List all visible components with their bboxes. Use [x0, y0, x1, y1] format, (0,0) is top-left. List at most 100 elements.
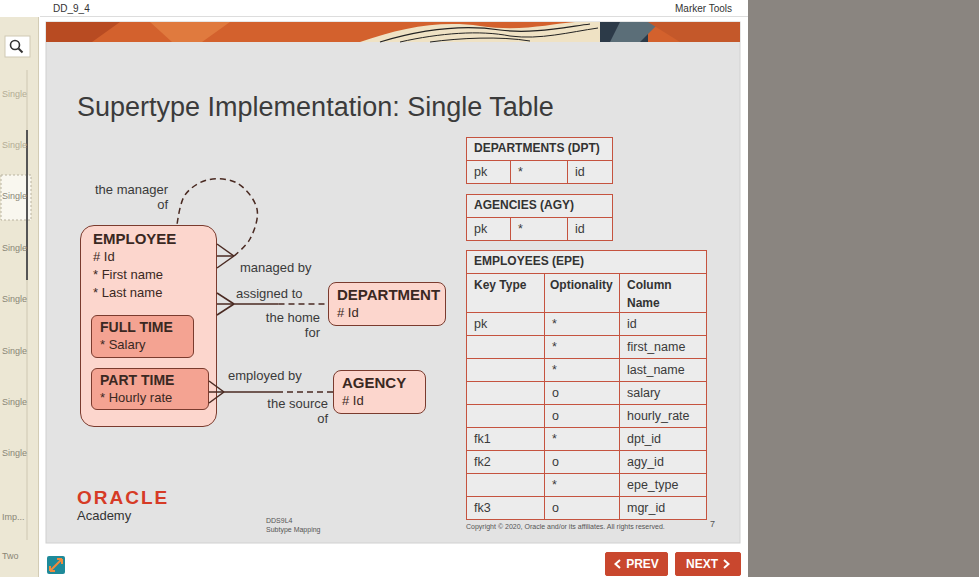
- column-header: Key Type: [474, 276, 526, 294]
- banner-pattern: [648, 22, 740, 42]
- slide-title: Supertype Implementation: Single Table: [77, 92, 554, 122]
- logo-text: Academy: [77, 508, 131, 524]
- chevron-icon: [614, 559, 621, 569]
- table-cell-slot: *: [552, 358, 557, 381]
- table-cell-slot: id: [575, 217, 585, 240]
- table-grid: [467, 138, 613, 184]
- relationship-label: the manager of: [90, 182, 168, 212]
- table-cell: o: [552, 500, 559, 516]
- relationship-label: employed by: [228, 368, 302, 383]
- button-label: NEXT: [686, 557, 718, 571]
- table-cell-slot: epe_type: [627, 473, 678, 496]
- entity-name: DEPARTMENT: [337, 286, 440, 304]
- table-cell: o: [552, 385, 559, 401]
- relationship-line: [217, 256, 234, 268]
- relationship-line: [177, 179, 257, 268]
- table-title: DEPARTMENTS (DPT): [474, 141, 600, 156]
- relationship-label-slot: the manager of: [90, 182, 168, 212]
- nav-button: NEXT: [675, 552, 741, 576]
- nav-item: Two: [2, 551, 19, 562]
- relationship-line: [279, 303, 329, 305]
- header-text: Marker Tools: [675, 2, 732, 15]
- table-cell: fk1: [474, 431, 491, 447]
- table-cell-slot: salary: [627, 381, 660, 404]
- attribute: # Id: [342, 392, 364, 410]
- nav-item-slot: Single: [2, 448, 27, 459]
- footer-text: DDS9L4: [266, 516, 292, 525]
- table-cell-slot: fk1: [474, 427, 491, 450]
- nav-item-slot: Single: [2, 89, 27, 100]
- table-cell: pk: [474, 316, 487, 332]
- scroll-thumb: [26, 130, 28, 280]
- attribute: * Last name: [93, 284, 162, 302]
- relationship-line: [177, 179, 257, 256]
- table-cell: first_name: [627, 339, 685, 355]
- relationship-label: assigned to: [236, 286, 303, 301]
- table-grid: [467, 274, 707, 520]
- search-box: [5, 36, 30, 57]
- relationship-line: [217, 293, 328, 315]
- relationship-line: [217, 304, 234, 315]
- nav-item: Single: [2, 89, 27, 100]
- table-title-slot: AGENCIES (AGY): [474, 194, 574, 217]
- relationship-label-slot: managed by: [240, 260, 312, 275]
- table-title-slot: EMPLOYEES (EPE): [474, 250, 584, 273]
- top-bar-rule: [40, 16, 748, 17]
- table-cell: *: [552, 316, 557, 332]
- nav-item-slot: Single: [2, 243, 27, 254]
- footer-text-slot: Copyright © 2020, Oracle and/or its affi…: [466, 522, 665, 531]
- table-cell-slot: pk: [474, 312, 487, 335]
- table-cell: pk: [474, 221, 487, 237]
- search-icon: [11, 41, 20, 50]
- nav-item-slot: Single: [2, 397, 27, 408]
- banner-pattern: [610, 22, 660, 42]
- nav-item: Single: [2, 294, 27, 305]
- table-cell: o: [552, 408, 559, 424]
- relationship-label-slot: assigned to: [236, 286, 303, 301]
- table-grid: [467, 218, 613, 241]
- logo-text: ORACLE: [77, 486, 169, 510]
- table-cell-slot: o: [552, 404, 559, 427]
- relationship-label: the source of: [262, 396, 328, 426]
- attribute: * Hourly rate: [100, 389, 172, 407]
- table-cell-slot: fk3: [474, 496, 491, 519]
- table-cell: id: [627, 316, 637, 332]
- column-header-slot: Optionality: [550, 276, 613, 294]
- table-cell-slot: *: [552, 335, 557, 358]
- attribute: * Salary: [100, 336, 146, 354]
- entity-box: DEPARTMENT# Id: [328, 282, 446, 326]
- table-cell-slot: mgr_id: [627, 496, 665, 519]
- table-grid: [467, 161, 613, 184]
- nav-item-slot: Single: [2, 294, 27, 305]
- table-cell: *: [552, 362, 557, 378]
- expand-icon: [47, 556, 65, 574]
- column-header: Optionality: [550, 276, 613, 294]
- table-cell: o: [552, 454, 559, 470]
- relationship-line: [209, 392, 224, 403]
- table-cell-slot: first_name: [627, 335, 685, 358]
- entity-name: AGENCY: [342, 374, 406, 392]
- relationship-label: the home for: [258, 310, 320, 340]
- nav-item: Single: [2, 140, 27, 151]
- table-grid: [467, 251, 707, 520]
- column-header-slot: Column Name: [627, 276, 697, 312]
- entity-box: EMPLOYEE# Id* First name* Last nameFULL …: [80, 225, 217, 427]
- logo-text-slot: ORACLE: [77, 486, 169, 510]
- relationship-label: managed by: [240, 260, 312, 275]
- table-title: AGENCIES (AGY): [474, 198, 574, 213]
- table-cell: fk2: [474, 454, 491, 470]
- table-cell: agy_id: [627, 454, 664, 470]
- attribute: # Id: [93, 248, 115, 266]
- banner-pattern: [430, 38, 530, 42]
- table-cell-slot: dpt_id: [627, 427, 661, 450]
- page-number: 7: [710, 519, 715, 530]
- attribute: # Id: [337, 304, 359, 322]
- relationship-line: [209, 391, 277, 393]
- relationship-line: [209, 381, 333, 403]
- table-cell: *: [552, 477, 557, 493]
- table-cell-slot: id: [627, 312, 637, 335]
- nav-item-slot: Imp...: [2, 512, 25, 523]
- nav-item-slot: Single: [2, 191, 27, 202]
- relationship-line: [217, 255, 234, 257]
- table-cell-slot: agy_id: [627, 450, 664, 473]
